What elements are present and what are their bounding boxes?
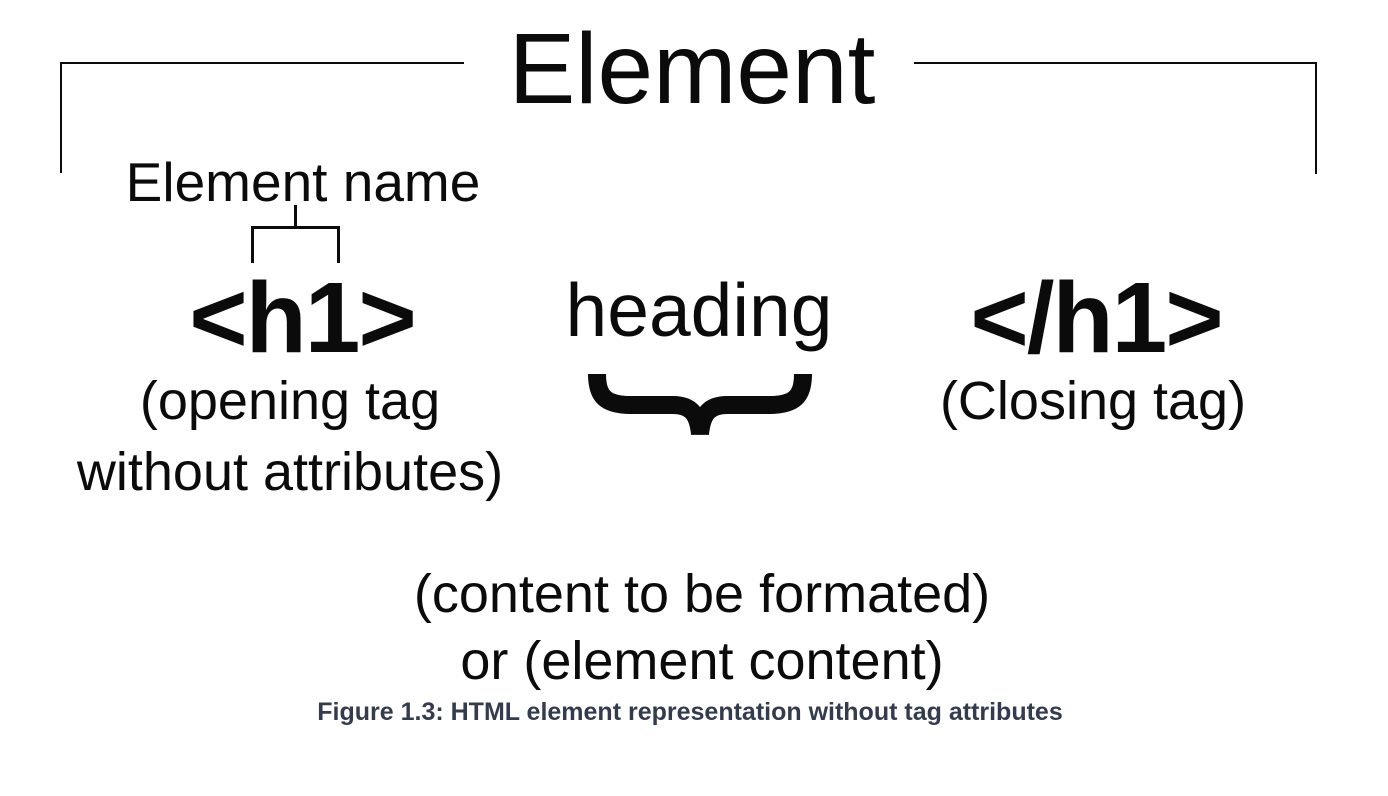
opening-tag-note-line2: without attributes) xyxy=(76,442,504,502)
element-content-text: heading xyxy=(565,268,833,352)
element-name-bracket-right-leg xyxy=(337,226,340,263)
right-bracket-horizontal-line xyxy=(914,62,1317,64)
closing-tag-note: (Closing tag) xyxy=(939,371,1247,431)
element-name-bracket-bar xyxy=(251,226,340,229)
element-name-pointer-stem xyxy=(294,205,297,229)
right-bracket-vertical-line xyxy=(1315,62,1317,174)
closing-tag-text: </h1> xyxy=(970,262,1223,374)
opening-tag-text: <h1> xyxy=(189,262,416,374)
figure-caption: Figure 1.3: HTML element representation … xyxy=(317,698,1063,726)
content-note-line1: (content to be formated) xyxy=(413,564,991,624)
content-note-line2: or (element content) xyxy=(460,631,944,691)
opening-tag-note-line1: (opening tag xyxy=(139,371,441,431)
opening-tag-note: (opening tag without attributes) xyxy=(77,366,503,508)
left-bracket-vertical-line xyxy=(60,62,62,173)
diagram-title: Element xyxy=(508,13,876,125)
element-name-bracket-left-leg xyxy=(251,226,254,263)
underbrace-icon xyxy=(588,373,812,436)
left-bracket-horizontal-line xyxy=(60,62,464,64)
content-note: (content to be formated) or (element con… xyxy=(414,561,990,695)
element-name-label: Element name xyxy=(125,151,481,213)
